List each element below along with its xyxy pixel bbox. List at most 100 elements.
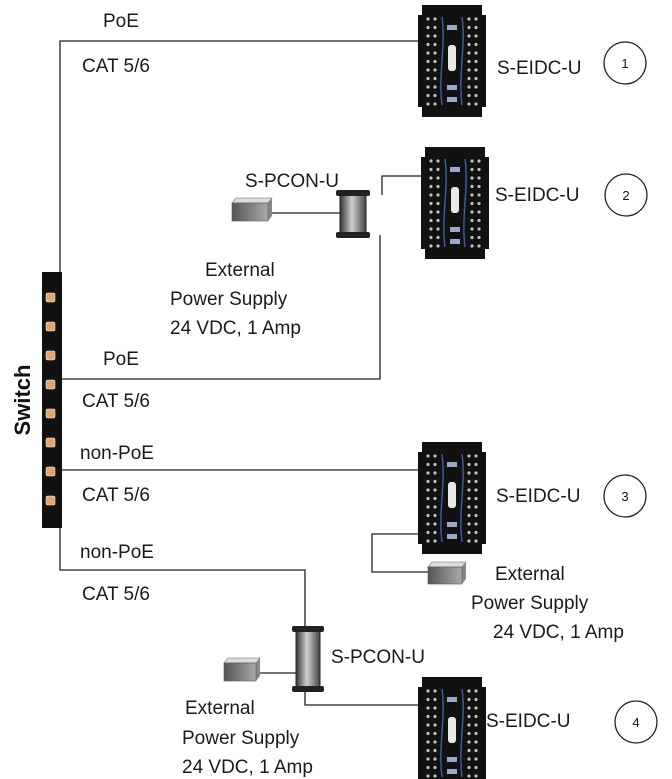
- controller-3: [418, 442, 486, 554]
- switch-port: [45, 495, 56, 506]
- wire-pcon2-to-eidc4: [304, 690, 418, 706]
- terminal-dot: [474, 496, 478, 501]
- terminal-dot: [426, 714, 430, 719]
- terminal-dot: [433, 539, 437, 543]
- terminal-dot: [470, 244, 474, 248]
- terminal-dot: [474, 706, 478, 710]
- psu-line1-1: External: [205, 260, 275, 281]
- terminal-dot: [467, 59, 471, 64]
- terminal-dot: [474, 59, 478, 64]
- switch-label: Switch: [10, 365, 35, 436]
- terminal-dot: [426, 25, 430, 30]
- terminal-dot: [477, 176, 481, 180]
- wire-pcon1-to-eidc2: [381, 175, 421, 195]
- terminal-dot: [474, 488, 478, 492]
- terminal-dot: [426, 471, 430, 475]
- wire-poe-2: [60, 235, 381, 380]
- terminal-dot: [433, 102, 437, 106]
- terminal-dot: [436, 210, 440, 214]
- switch-port: [45, 379, 56, 390]
- terminal-dot: [426, 17, 430, 21]
- controller-number-circle-2: [604, 173, 648, 217]
- power-supply-box-2: [427, 561, 467, 585]
- cable-type-1: CAT 5/6: [82, 56, 150, 77]
- terminal-dot: [433, 522, 437, 526]
- terminal-dot: [433, 748, 437, 753]
- terminal-dot: [474, 51, 478, 55]
- controller-component: [450, 167, 460, 172]
- cable-type-4: CAT 5/6: [82, 584, 150, 605]
- terminal-dot: [429, 218, 433, 223]
- terminal-dot: [433, 34, 437, 38]
- terminal-dot: [436, 159, 440, 163]
- terminal-dot: [426, 102, 430, 106]
- terminal-dot: [474, 76, 478, 81]
- terminal-dot: [477, 235, 481, 240]
- controller-label-3: S-EIDC-U: [496, 486, 580, 507]
- psu-line2-1: Power Supply: [170, 289, 288, 310]
- terminal-dot: [426, 454, 430, 458]
- terminal-dot: [426, 731, 430, 736]
- controller-2: [421, 147, 489, 259]
- terminal-dot: [433, 76, 437, 81]
- terminal-dot: [474, 765, 478, 770]
- terminal-dot: [467, 774, 471, 778]
- terminal-dot: [474, 462, 478, 467]
- controller-number-circle-1: [603, 41, 647, 85]
- terminal-dot: [433, 765, 437, 770]
- terminal-dot: [433, 513, 437, 518]
- terminal-dot: [467, 689, 471, 693]
- terminal-dot: [426, 479, 430, 484]
- cable-label-nonpoe-3: non-PoE: [80, 443, 154, 464]
- terminal-dot: [470, 201, 474, 206]
- terminal-dot: [436, 235, 440, 240]
- terminal-dot: [470, 176, 474, 180]
- terminal-dot: [467, 505, 471, 509]
- terminal-dot: [467, 462, 471, 467]
- controller-chip: [448, 482, 456, 508]
- terminal-dot: [426, 51, 430, 55]
- terminal-dot: [467, 765, 471, 770]
- controller-label-1: S-EIDC-U: [497, 58, 581, 79]
- terminal-dot: [429, 210, 433, 214]
- terminal-dot: [429, 244, 433, 248]
- terminal-dot: [426, 488, 430, 492]
- terminal-dot: [433, 68, 437, 72]
- terminal-dot: [467, 740, 471, 744]
- terminal-dot: [474, 731, 478, 736]
- terminal-dot: [433, 462, 437, 467]
- terminal-dot: [426, 59, 430, 64]
- terminal-dot: [477, 210, 481, 214]
- terminal-dot: [426, 496, 430, 501]
- terminal-dot: [429, 184, 433, 189]
- terminal-dot: [470, 210, 474, 214]
- terminal-dot: [426, 539, 430, 543]
- controller-number-4: 4: [632, 715, 639, 730]
- circuit-trace: [463, 158, 467, 248]
- terminal-dot: [426, 513, 430, 518]
- terminal-dot: [477, 227, 481, 231]
- terminal-dot: [467, 34, 471, 38]
- terminal-dot: [426, 522, 430, 526]
- controller-label-2: S-EIDC-U: [495, 185, 579, 206]
- terminal-dot: [436, 176, 440, 180]
- cable-label-poe-1: PoE: [103, 11, 139, 32]
- terminal-dot: [467, 25, 471, 30]
- terminal-dot: [426, 765, 430, 770]
- terminal-dot: [467, 68, 471, 72]
- switch-port: [45, 437, 56, 448]
- terminal-dot: [433, 714, 437, 719]
- controller-component: [447, 25, 457, 30]
- terminal-dot: [467, 85, 471, 89]
- terminal-dot: [429, 167, 433, 172]
- terminal-dot: [429, 159, 433, 163]
- terminal-dot: [474, 757, 478, 761]
- terminal-dot: [477, 193, 481, 197]
- terminal-dot: [467, 479, 471, 484]
- terminal-dot: [426, 740, 430, 744]
- terminal-dot: [474, 454, 478, 458]
- terminal-dot: [426, 757, 430, 761]
- terminal-dot: [474, 68, 478, 72]
- network-switch: Switch: [10, 272, 62, 528]
